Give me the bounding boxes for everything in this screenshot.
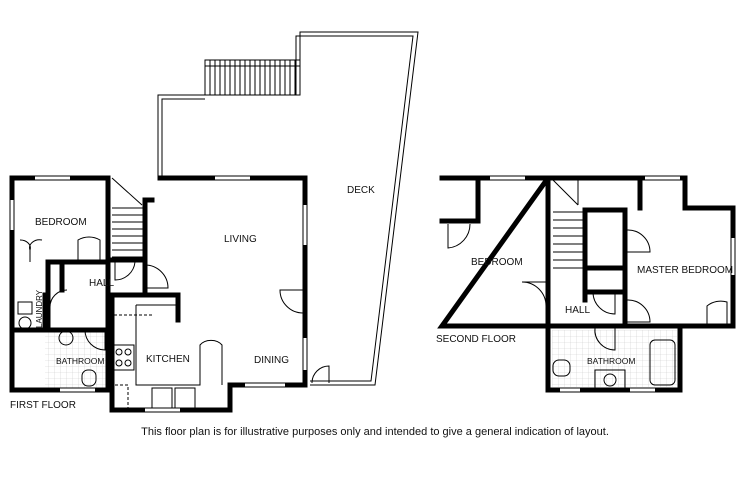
second-floor-plan: BEDROOM MASTER BEDROOM HALL BATHROOM SEC…: [436, 175, 736, 393]
deck-door: [311, 365, 330, 384]
disclaimer-text: This floor plan is for illustrative purp…: [141, 426, 609, 438]
second-floor-title: SECOND FLOOR: [436, 334, 516, 345]
room-label-deck: DECK: [347, 185, 375, 196]
room-label-kitchen: KITCHEN: [146, 354, 190, 365]
room-label-bedroom: BEDROOM: [35, 217, 87, 228]
room-label-bathroom: BATHROOM: [56, 356, 104, 366]
second-floor-stairs: [552, 178, 583, 269]
room-label-bathroom-2: BATHROOM: [587, 356, 635, 366]
first-floor-stairs: [111, 177, 143, 258]
deck-stairs: [204, 59, 301, 96]
room-label-living: LIVING: [224, 234, 257, 245]
room-label-hall: HALL: [89, 278, 114, 289]
room-label-master-bedroom: MASTER BEDROOM: [637, 265, 733, 276]
room-label-hall-2: HALL: [565, 305, 590, 316]
room-label-laundry: LAUNDRY: [35, 289, 44, 328]
room-label-dining: DINING: [254, 355, 289, 366]
first-floor-title: FIRST FLOOR: [10, 400, 76, 411]
first-floor-plan: BEDROOM LIVING HALL LAUNDRY BATHROOM KIT…: [9, 175, 375, 413]
room-label-bedroom-2: BEDROOM: [471, 257, 523, 268]
deck: [157, 31, 419, 386]
